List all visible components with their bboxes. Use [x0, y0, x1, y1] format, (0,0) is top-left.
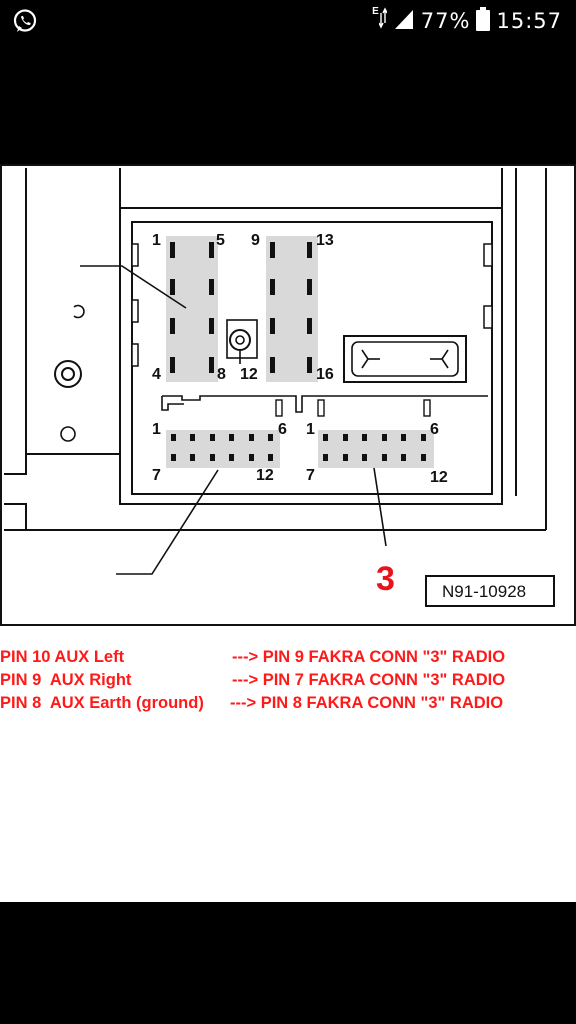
network-e-icon: E — [372, 7, 387, 35]
battery-percent: 77% — [420, 9, 471, 33]
pin-label: 1 — [152, 421, 161, 438]
pin-map-row: PIN 9 AUX Right ---> PIN 7 FAKRA CONN "3… — [0, 669, 576, 692]
bottom-bar — [0, 902, 576, 1024]
whatsapp-icon — [12, 8, 38, 39]
callout-number: 3 — [376, 560, 395, 598]
pin-label: 12 — [240, 366, 258, 383]
image-viewer[interactable]: 1 5 4 8 12 9 13 16 1 6 7 12 1 6 7 12 3 N… — [0, 164, 576, 902]
pin-label: 13 — [316, 232, 334, 249]
pin-label: 12 — [256, 467, 274, 484]
pin-map-left: PIN 8 AUX Earth (ground) — [0, 694, 204, 712]
clock: 15:57 — [496, 9, 562, 33]
pin-label: 6 — [430, 421, 439, 438]
pin-map-right: ---> PIN 8 FAKRA CONN "3" RADIO — [230, 694, 504, 712]
pin-label: 16 — [316, 366, 334, 383]
pin-label: 7 — [306, 467, 315, 484]
pin-label: 4 — [152, 366, 161, 383]
pin-mapping-notes: PIN 10 AUX Left ---> PIN 9 FAKRA CONN "3… — [0, 646, 576, 715]
pin-label: 1 — [152, 232, 161, 249]
battery-icon — [476, 6, 491, 36]
pin-map-left: PIN 10 AUX Left — [0, 648, 125, 666]
pin-label: 5 — [216, 232, 225, 249]
pin-map-right: ---> PIN 7 FAKRA CONN "3" RADIO — [232, 671, 506, 689]
pin-label: 7 — [152, 467, 161, 484]
pin-label: 12 — [430, 469, 448, 486]
pin-map-right: ---> PIN 9 FAKRA CONN "3" RADIO — [232, 648, 506, 666]
figure-id: N91-10928 — [442, 582, 526, 601]
pin-map-row: PIN 10 AUX Left ---> PIN 9 FAKRA CONN "3… — [0, 646, 576, 669]
signal-icon — [393, 8, 415, 35]
pin-label: 8 — [217, 366, 226, 383]
pin-map-left: PIN 9 AUX Right — [0, 671, 132, 689]
pin-label: 9 — [251, 232, 260, 249]
connector-diagram: 1 5 4 8 12 9 13 16 1 6 7 12 1 6 7 12 3 N… — [0, 164, 576, 626]
pin-label: 1 — [306, 421, 315, 438]
pin-map-row: PIN 8 AUX Earth (ground) ---> PIN 8 FAKR… — [0, 692, 576, 715]
status-bar: E 77% 15:57 — [0, 0, 576, 40]
pin-label: 6 — [278, 421, 287, 438]
